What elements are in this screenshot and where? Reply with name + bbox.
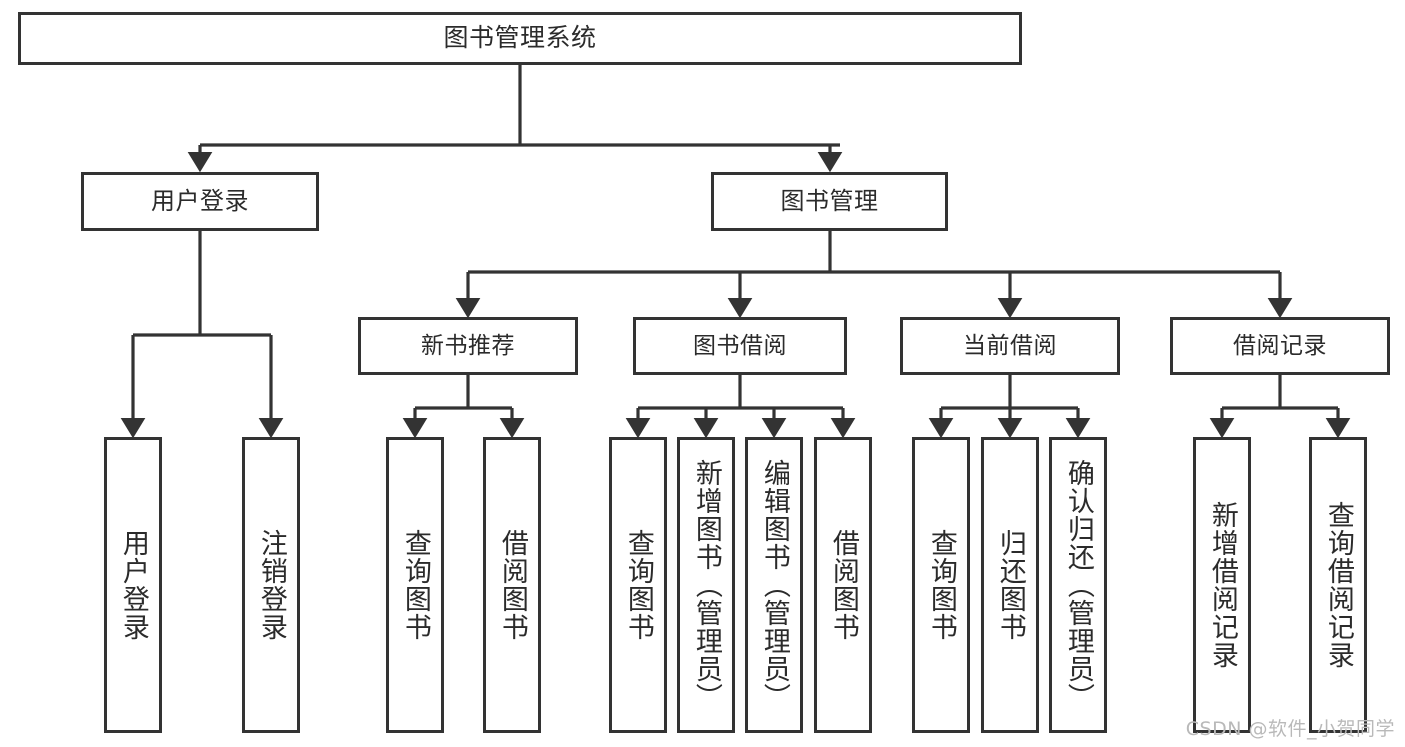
node-leaf-query-book-2-label: 查询图书 bbox=[622, 529, 654, 641]
node-user-login[interactable]: 用户登录 bbox=[81, 172, 319, 231]
node-leaf-borrow-book-1[interactable]: 借阅图书 bbox=[483, 437, 541, 733]
node-leaf-return-book-label: 归还图书 bbox=[994, 529, 1026, 641]
node-current-borrow-label: 当前借阅 bbox=[963, 332, 1057, 359]
node-leaf-return-book[interactable]: 归还图书 bbox=[981, 437, 1039, 733]
node-leaf-borrow-book-2[interactable]: 借阅图书 bbox=[814, 437, 872, 733]
node-root-label: 图书管理系统 bbox=[443, 23, 597, 53]
node-user-login-label: 用户登录 bbox=[151, 186, 249, 215]
node-borrow-record[interactable]: 借阅记录 bbox=[1170, 317, 1390, 375]
node-leaf-query-book-3-label: 查询图书 bbox=[925, 529, 957, 641]
node-leaf-add-book-label: 新增图书（管理员） bbox=[690, 459, 722, 711]
node-leaf-user-login[interactable]: 用户登录 bbox=[104, 437, 162, 733]
node-borrow-record-label: 借阅记录 bbox=[1233, 332, 1327, 359]
node-leaf-borrow-book-2-label: 借阅图书 bbox=[827, 529, 859, 641]
node-leaf-query-book-2[interactable]: 查询图书 bbox=[609, 437, 667, 733]
node-book-borrow[interactable]: 图书借阅 bbox=[633, 317, 847, 375]
node-new-book-recommend-label: 新书推荐 bbox=[421, 332, 515, 359]
node-leaf-add-book[interactable]: 新增图书（管理员） bbox=[677, 437, 735, 733]
node-leaf-query-book-1[interactable]: 查询图书 bbox=[386, 437, 444, 733]
node-book-manage[interactable]: 图书管理 bbox=[711, 172, 948, 231]
node-leaf-query-record[interactable]: 查询借阅记录 bbox=[1309, 437, 1367, 733]
node-book-manage-label: 图书管理 bbox=[780, 186, 879, 215]
node-leaf-edit-book-label: 编辑图书（管理员） bbox=[758, 459, 790, 711]
node-leaf-borrow-book-1-label: 借阅图书 bbox=[496, 529, 528, 641]
node-leaf-edit-book[interactable]: 编辑图书（管理员） bbox=[745, 437, 803, 733]
node-current-borrow[interactable]: 当前借阅 bbox=[900, 317, 1120, 375]
node-leaf-add-record[interactable]: 新增借阅记录 bbox=[1193, 437, 1251, 733]
node-new-book-recommend[interactable]: 新书推荐 bbox=[358, 317, 578, 375]
node-leaf-confirm-return[interactable]: 确认归还（管理员） bbox=[1049, 437, 1107, 733]
node-leaf-confirm-return-label: 确认归还（管理员） bbox=[1062, 459, 1094, 711]
node-leaf-query-book-3[interactable]: 查询图书 bbox=[912, 437, 970, 733]
node-leaf-query-record-label: 查询借阅记录 bbox=[1322, 501, 1354, 669]
node-leaf-user-logout[interactable]: 注销登录 bbox=[242, 437, 300, 733]
node-root[interactable]: 图书管理系统 bbox=[18, 12, 1022, 65]
node-leaf-user-login-label: 用户登录 bbox=[117, 529, 149, 641]
watermark-text: CSDN @软件_小贺同学 bbox=[1185, 718, 1395, 740]
node-leaf-add-record-label: 新增借阅记录 bbox=[1206, 501, 1238, 669]
node-book-borrow-label: 图书借阅 bbox=[693, 332, 787, 359]
node-leaf-query-book-1-label: 查询图书 bbox=[399, 529, 431, 641]
node-leaf-user-logout-label: 注销登录 bbox=[255, 529, 287, 641]
